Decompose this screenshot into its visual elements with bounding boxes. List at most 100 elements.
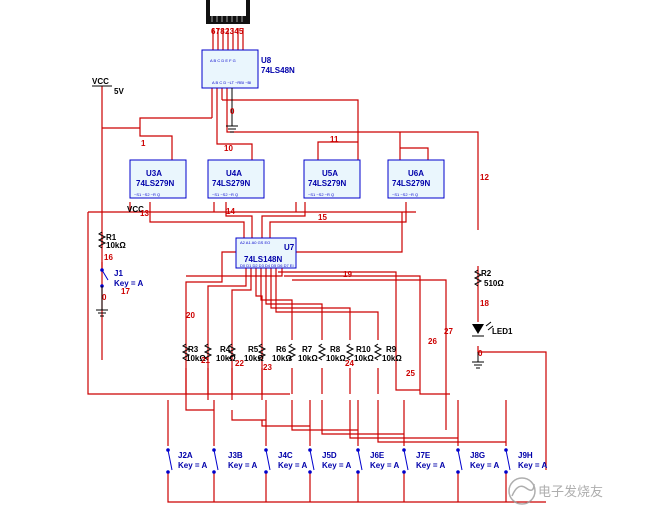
vcc-source: VCC 5V VCC bbox=[92, 77, 144, 214]
led-1: LED1 bbox=[472, 321, 513, 369]
net-label: 0 bbox=[230, 107, 235, 116]
r1-value: 10kΩ bbox=[106, 241, 126, 250]
switch-j7e: J7E Key = A bbox=[402, 448, 445, 474]
chip-u3a: U3A 74LS279N ~S1 ~S2 ~R Q bbox=[129, 159, 187, 199]
chip-u6a-name: U6A bbox=[408, 169, 424, 178]
j6e-label: Key = A bbox=[370, 461, 399, 470]
vcc-label: VCC bbox=[92, 77, 109, 86]
svg-text:A B C D ~LT ~RBI ~BI: A B C D ~LT ~RBI ~BI bbox=[212, 80, 251, 85]
r5-name: R5 bbox=[248, 345, 259, 354]
switch-j8g: J8G Key = A bbox=[456, 448, 499, 474]
watermark-logo: 电子发烧友 bbox=[508, 477, 603, 505]
resistor-r7: R7 10kΩ bbox=[287, 343, 318, 363]
r10-name: R10 bbox=[356, 345, 371, 354]
net-label: 25 bbox=[406, 369, 415, 378]
net-label: 0 bbox=[478, 349, 483, 358]
led-name: LED1 bbox=[492, 327, 513, 336]
j1-label: Key = A bbox=[114, 279, 143, 288]
switch-j5d: J5D Key = A bbox=[308, 448, 351, 474]
j8g-label: Key = A bbox=[470, 461, 499, 470]
net-label: 21 bbox=[201, 356, 210, 365]
chip-u4a: U4A 74LS279N ~S1 ~S2 ~R Q bbox=[207, 159, 265, 199]
net-label: 20 bbox=[186, 311, 195, 320]
net-label: 0 bbox=[102, 293, 107, 302]
vcc-pin-label: VCC bbox=[127, 205, 144, 214]
r2-name: R2 bbox=[481, 269, 492, 278]
switch-j4c: J4C Key = A bbox=[264, 448, 307, 474]
r9-name: R9 bbox=[386, 345, 397, 354]
chip-u3a-part: 74LS279N bbox=[136, 179, 174, 188]
j6e-name: J6E bbox=[370, 451, 385, 460]
net-label: 15 bbox=[318, 213, 327, 222]
j1-name: J1 bbox=[114, 269, 123, 278]
resistor-r4: R4 10kΩ bbox=[203, 343, 236, 363]
switch-j9h: J9H Key = A bbox=[504, 448, 547, 474]
svg-text:D0 D1 D2 D3 D4 D5 D6 D7 EI: D0 D1 D2 D3 D4 D5 D6 D7 EI bbox=[240, 263, 294, 268]
resistor-r3: R3 10kΩ bbox=[181, 343, 206, 363]
net-label: 14 bbox=[226, 207, 235, 216]
j3b-label: Key = A bbox=[228, 461, 257, 470]
net-label: 24 bbox=[345, 359, 354, 368]
svg-text:~S1 ~S2 ~R Q: ~S1 ~S2 ~R Q bbox=[134, 192, 160, 197]
chip-u5a-name: U5A bbox=[322, 169, 338, 178]
r6-value: 10kΩ bbox=[272, 354, 292, 363]
watermark-text: 电子发烧友 bbox=[538, 484, 603, 500]
svg-text:~S1 ~S2 ~R Q: ~S1 ~S2 ~R Q bbox=[212, 192, 238, 197]
net-label: 17 bbox=[121, 287, 130, 296]
chip-u5a: U5A 74LS279N ~S1 ~S2 ~R Q bbox=[303, 159, 361, 199]
r10-value: 10kΩ bbox=[354, 354, 374, 363]
j4c-name: J4C bbox=[278, 451, 293, 460]
chip-u7-name: U7 bbox=[284, 243, 295, 252]
j7e-name: J7E bbox=[416, 451, 431, 460]
r3-value: 10kΩ bbox=[186, 354, 206, 363]
r9-value: 10kΩ bbox=[382, 354, 402, 363]
j9h-name: J9H bbox=[518, 451, 533, 460]
resistor-bank: R3 10kΩ R4 10kΩ R5 10kΩ R6 10kΩ R7 10kΩ … bbox=[181, 343, 402, 363]
r3-name: R3 bbox=[188, 345, 199, 354]
chip-u8: A B C D E F G A B C D ~LT ~RBI ~BI U8 74… bbox=[201, 49, 295, 89]
j4c-label: Key = A bbox=[278, 461, 307, 470]
resistor-r10: R10 10kΩ bbox=[345, 343, 374, 363]
chip-u4a-name: U4A bbox=[226, 169, 242, 178]
wiring bbox=[87, 28, 547, 503]
resistor-r1: R1 10kΩ bbox=[97, 231, 126, 250]
r7-name: R7 bbox=[302, 345, 313, 354]
switch-j1: J1 Key = A bbox=[96, 268, 143, 317]
net-label: 19 bbox=[343, 270, 352, 279]
j8g-name: J8G bbox=[470, 451, 485, 460]
r4-value: 10kΩ bbox=[216, 354, 236, 363]
svg-text:A B C D E F G: A B C D E F G bbox=[210, 58, 236, 63]
vcc-value: 5V bbox=[114, 87, 124, 96]
chip-u8-part: 74LS48N bbox=[261, 66, 295, 75]
j2a-name: J2A bbox=[178, 451, 193, 460]
svg-text:~S1 ~S2 ~R Q: ~S1 ~S2 ~R Q bbox=[308, 192, 334, 197]
j3b-name: J3B bbox=[228, 451, 243, 460]
net-label: 11 bbox=[330, 135, 339, 144]
j5d-name: J5D bbox=[322, 451, 337, 460]
switch-j2a: J2A Key = A bbox=[166, 448, 207, 474]
chip-u6a-part: 74LS279N bbox=[392, 179, 430, 188]
display-pin-numbers: 6782345 bbox=[211, 27, 244, 36]
net-labels: 0 1 10 11 12 13 14 15 16 17 0 20 19 18 2… bbox=[102, 107, 489, 378]
net-label: 23 bbox=[263, 363, 272, 372]
r8-name: R8 bbox=[330, 345, 341, 354]
resistor-r8: R8 10kΩ bbox=[317, 343, 346, 363]
chip-u7: A2 A1 A0 GS EO U7 74LS148N D0 D1 D2 D3 D… bbox=[235, 237, 297, 269]
ground-symbol-u8 bbox=[226, 88, 238, 133]
net-label: 12 bbox=[480, 173, 489, 182]
switch-j6e: J6E Key = A bbox=[356, 448, 399, 474]
net-label: 1 bbox=[141, 139, 146, 148]
r6-name: R6 bbox=[276, 345, 287, 354]
chip-u5a-part: 74LS279N bbox=[308, 179, 346, 188]
r8-value: 10kΩ bbox=[326, 354, 346, 363]
net-label: 16 bbox=[104, 253, 113, 262]
seven-segment-display: 6782345 bbox=[206, 0, 250, 36]
resistor-r5: R5 10kΩ bbox=[227, 343, 264, 363]
resistor-r9: R9 10kΩ bbox=[373, 343, 402, 363]
resistor-r2: R2 510Ω bbox=[473, 269, 504, 288]
r7-value: 10kΩ bbox=[298, 354, 318, 363]
r5-value: 10kΩ bbox=[244, 354, 264, 363]
j7e-label: Key = A bbox=[416, 461, 445, 470]
j2a-label: Key = A bbox=[178, 461, 207, 470]
